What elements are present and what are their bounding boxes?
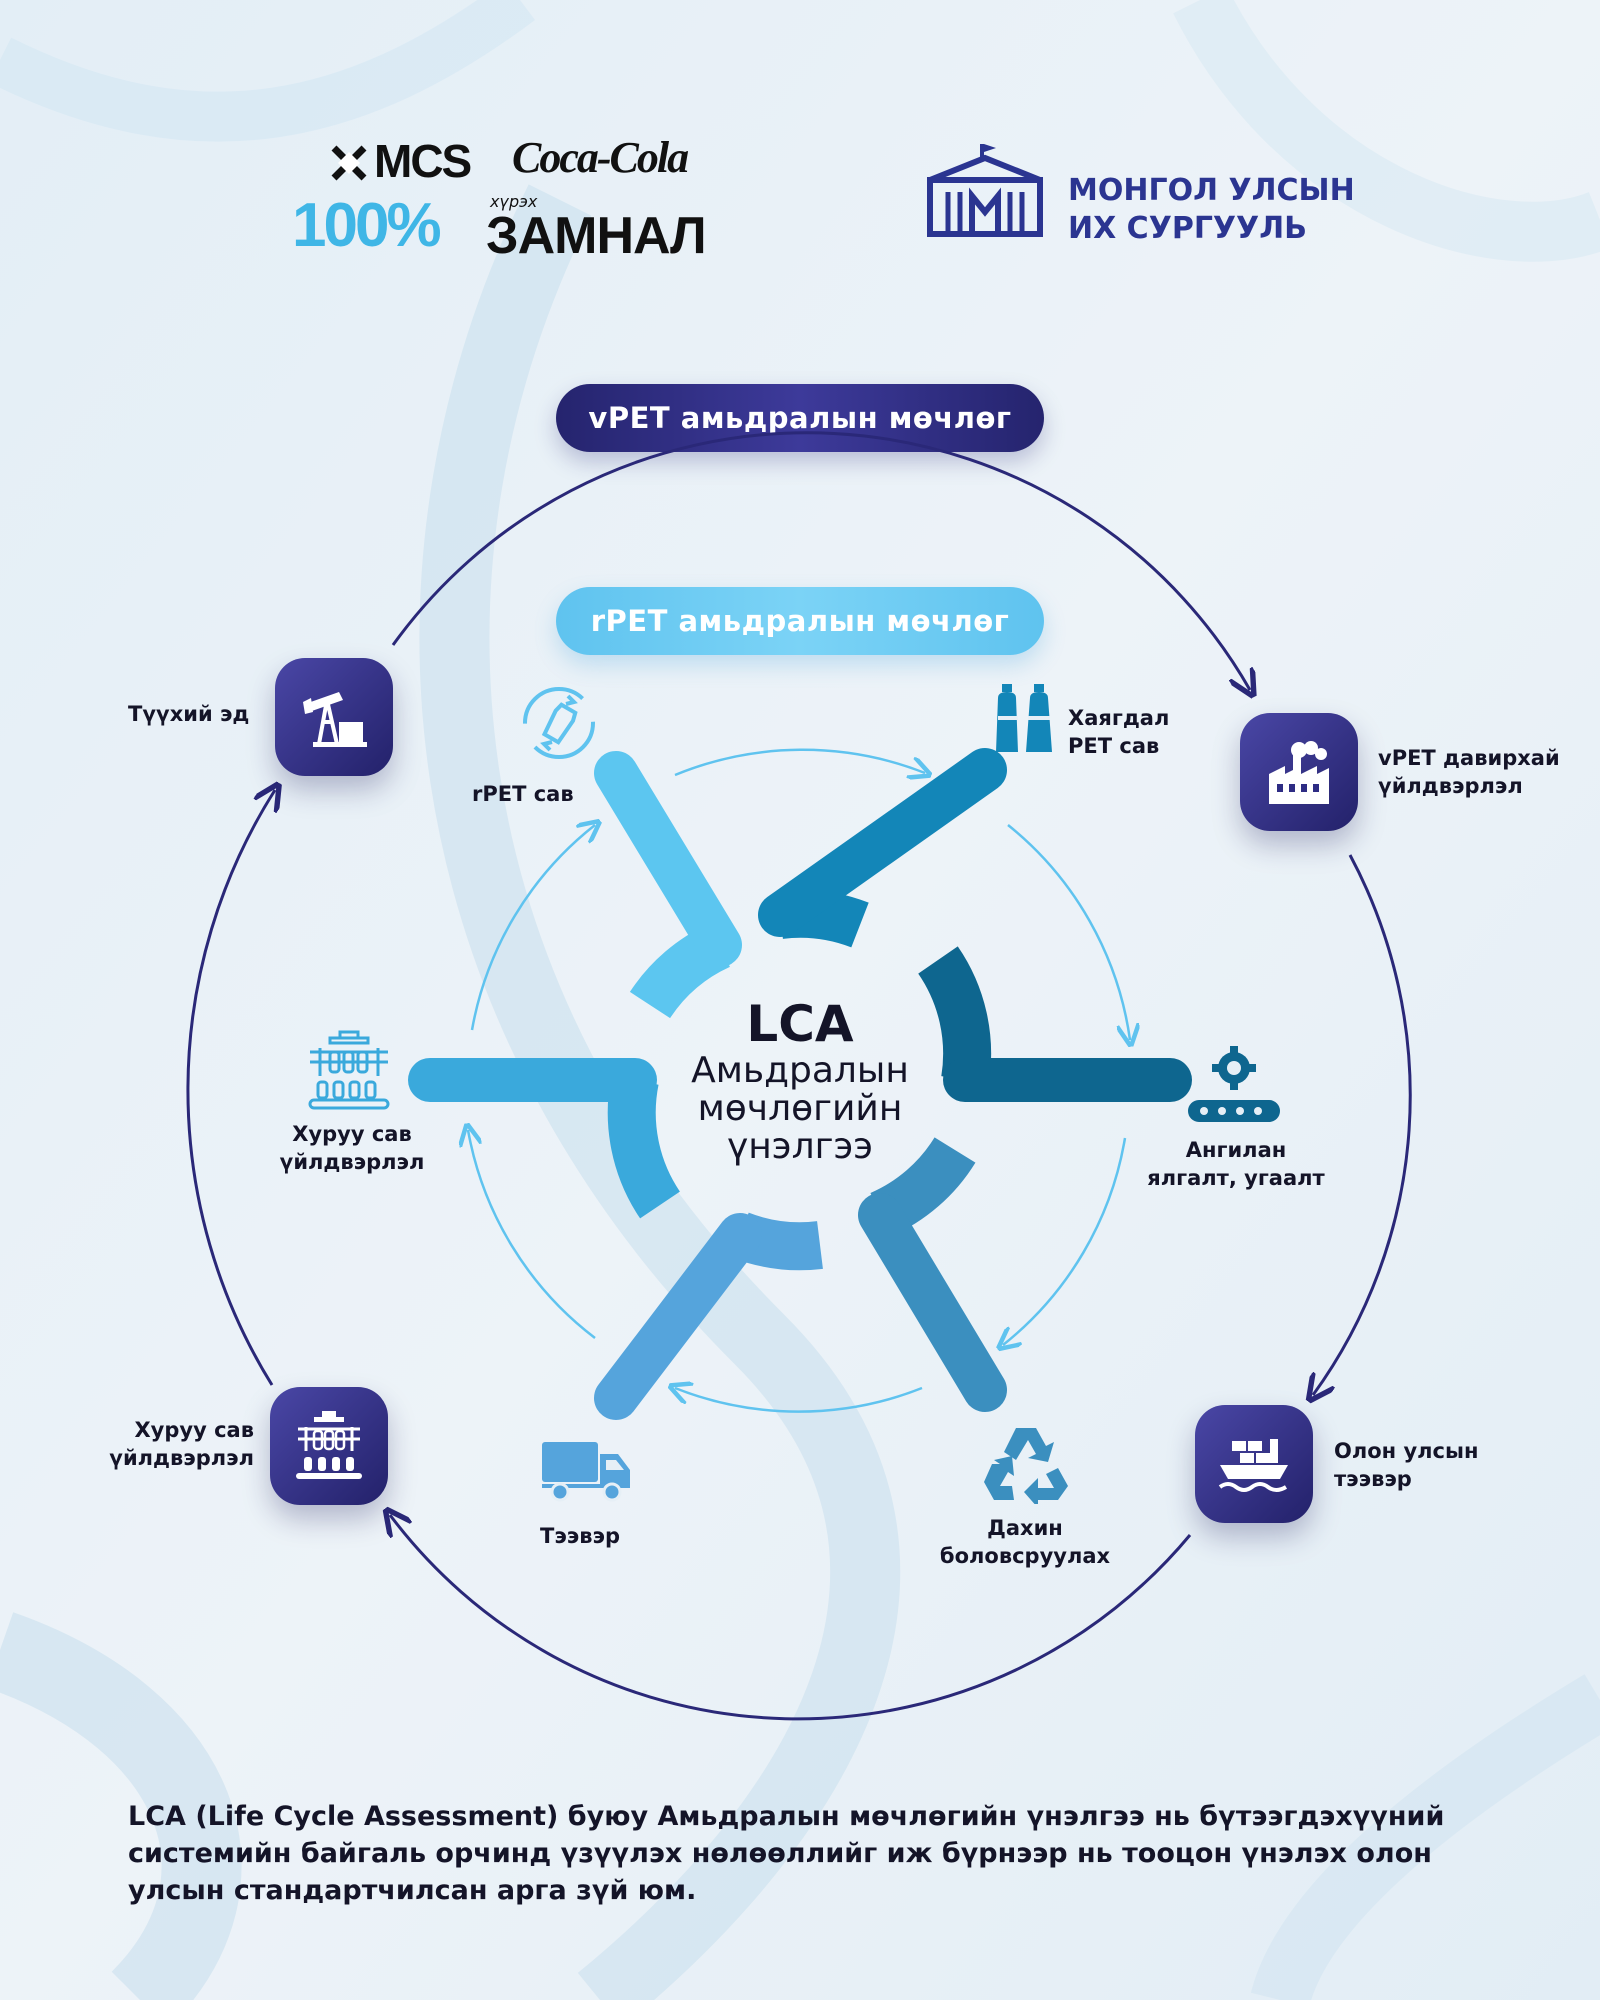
oil-pump-icon bbox=[303, 692, 367, 747]
vpet-cycle-title: vPET амьдралын мөчлөг bbox=[556, 384, 1044, 452]
rpet-bottle-label: rPET сав bbox=[472, 780, 574, 808]
hub-segment-recycling bbox=[858, 1136, 1007, 1412]
preform-production-label: Хуруу сав үйлдвэрлэл bbox=[106, 1416, 254, 1472]
mcs-cross-icon bbox=[331, 145, 367, 181]
university-name: МОНГОЛ УЛСЫН ИХ СУРГУУЛЬ bbox=[1068, 172, 1355, 248]
label-line: Хуруу сав bbox=[134, 1418, 254, 1442]
lca-center-label: LCA Амьдралын мөчлөгийн үнэлгээ bbox=[640, 996, 960, 1166]
label-line: Хаягдал bbox=[1068, 706, 1170, 730]
inner-bottling-machine-icon bbox=[308, 1030, 390, 1110]
logo-small-word: хүрэх bbox=[490, 192, 538, 211]
label-line: үйлдвэрлэл bbox=[1378, 774, 1523, 798]
bottling-machine-icon bbox=[296, 1411, 362, 1479]
inner-arrow-3 bbox=[1003, 1137, 1127, 1345]
label-line: Дахин bbox=[987, 1516, 1063, 1540]
outer-arrow-raw-to-factory bbox=[391, 431, 1250, 690]
label-line: Тээвэр bbox=[540, 1524, 620, 1548]
university-building-icon bbox=[927, 144, 1043, 237]
hub-segment-rpet bbox=[594, 751, 742, 1019]
inner-arrow-5 bbox=[468, 1130, 596, 1339]
inner-cycle-arrows bbox=[468, 748, 1130, 1413]
transport-label: Тээвэр bbox=[540, 1522, 620, 1550]
label-line: Түүхий эд bbox=[128, 702, 250, 726]
label-line: Олон улсын bbox=[1334, 1439, 1479, 1463]
logo-mcs: MCS bbox=[374, 135, 472, 187]
inner-preform-label: Хуруу сав үйлдвэрлэл bbox=[276, 1120, 428, 1176]
label-line: Хуруу сав bbox=[292, 1122, 412, 1146]
sorting-washing-label: Ангилан ялгалт, угаалт bbox=[1142, 1136, 1330, 1192]
sponsor-logos: MCS Coca-Cola 100% хүрэх ЗАМНАЛ bbox=[290, 130, 750, 270]
outer-cycle-arrows bbox=[186, 431, 1412, 1721]
lca-subtitle-line: Амьдралын bbox=[691, 1050, 909, 1091]
international-shipping-label: Олон улсын тээвэр bbox=[1334, 1437, 1479, 1493]
hub-segment-transport bbox=[594, 1212, 823, 1420]
label-line: боловсруулах bbox=[939, 1544, 1111, 1568]
lca-description: LCA (Life Cycle Assessment) буюу Амьдрал… bbox=[128, 1798, 1488, 1909]
inner-arrow-4 bbox=[675, 1388, 923, 1413]
waste-pet-label: Хаягдал PET сав bbox=[1068, 704, 1169, 760]
label-line: үйлдвэрлэл bbox=[279, 1150, 425, 1174]
factory-icon bbox=[1269, 741, 1329, 804]
raw-material-node bbox=[275, 658, 393, 776]
logo-percent: 100% bbox=[292, 191, 442, 260]
recycled-bottle-icon bbox=[523, 687, 595, 759]
rpet-cycle-title: rPET амьдралын мөчлөг bbox=[556, 587, 1044, 655]
outer-arrow-bottling-to-raw bbox=[186, 790, 275, 1386]
description-line: улсын стандартчилсан арга зүй юм. bbox=[128, 1875, 697, 1906]
raw-material-label: Түүхий эд bbox=[128, 700, 249, 728]
preform-production-node bbox=[270, 1387, 388, 1505]
hub-segment-sorting bbox=[917, 946, 1192, 1102]
description-line: LCA (Life Cycle Assessment) буюу Амьдрал… bbox=[128, 1801, 1445, 1832]
international-shipping-node bbox=[1195, 1405, 1313, 1523]
outer-arrow-shipping-to-bottling bbox=[390, 1515, 1192, 1721]
truck-icon bbox=[542, 1442, 630, 1502]
lca-subtitle-line: мөчлөгийн bbox=[697, 1088, 903, 1129]
ship-icon bbox=[1218, 1439, 1288, 1492]
label-line: тээвэр bbox=[1334, 1467, 1412, 1491]
lca-hub bbox=[408, 748, 1192, 1420]
waste-bottles-icon bbox=[996, 684, 1052, 752]
label-line: Ангилан bbox=[1185, 1138, 1287, 1162]
university-name-line: МОНГОЛ УЛСЫН bbox=[1068, 173, 1355, 208]
outer-arrow-factory-to-shipping bbox=[1313, 854, 1412, 1395]
hub-segment-waste bbox=[758, 748, 1007, 948]
label-line: PET сав bbox=[1068, 734, 1160, 758]
inner-arrow-6 bbox=[470, 825, 595, 1031]
vpet-resin-label: vPET давирхай үйлдвэрлэл bbox=[1378, 744, 1560, 800]
label-line: vPET давирхай bbox=[1378, 746, 1560, 770]
label-line: rPET сав bbox=[472, 782, 574, 806]
label-line: ялгалт, угаалт bbox=[1147, 1166, 1325, 1190]
logo-coca-cola: Coca-Cola bbox=[512, 133, 689, 182]
sorting-conveyor-icon bbox=[1188, 1046, 1280, 1122]
hub-segment-bottling bbox=[408, 1058, 681, 1219]
vpet-resin-node bbox=[1240, 713, 1358, 831]
reprocessing-label: Дахин боловсруулах bbox=[930, 1514, 1120, 1570]
logo-zamnal: ЗАМНАЛ bbox=[486, 207, 707, 265]
recycle-icon bbox=[984, 1428, 1068, 1504]
inner-arrow-1 bbox=[674, 748, 925, 775]
inner-arrow-2 bbox=[1007, 824, 1130, 1040]
lca-title: LCA bbox=[746, 995, 854, 1053]
university-name-line: ИХ СУРГУУЛЬ bbox=[1068, 211, 1307, 246]
label-line: үйлдвэрлэл bbox=[109, 1446, 254, 1470]
lca-subtitle-line: үнэлгээ bbox=[726, 1126, 874, 1167]
description-line: системийн байгаль орчинд үзүүлэх нөлөөлл… bbox=[128, 1838, 1432, 1869]
